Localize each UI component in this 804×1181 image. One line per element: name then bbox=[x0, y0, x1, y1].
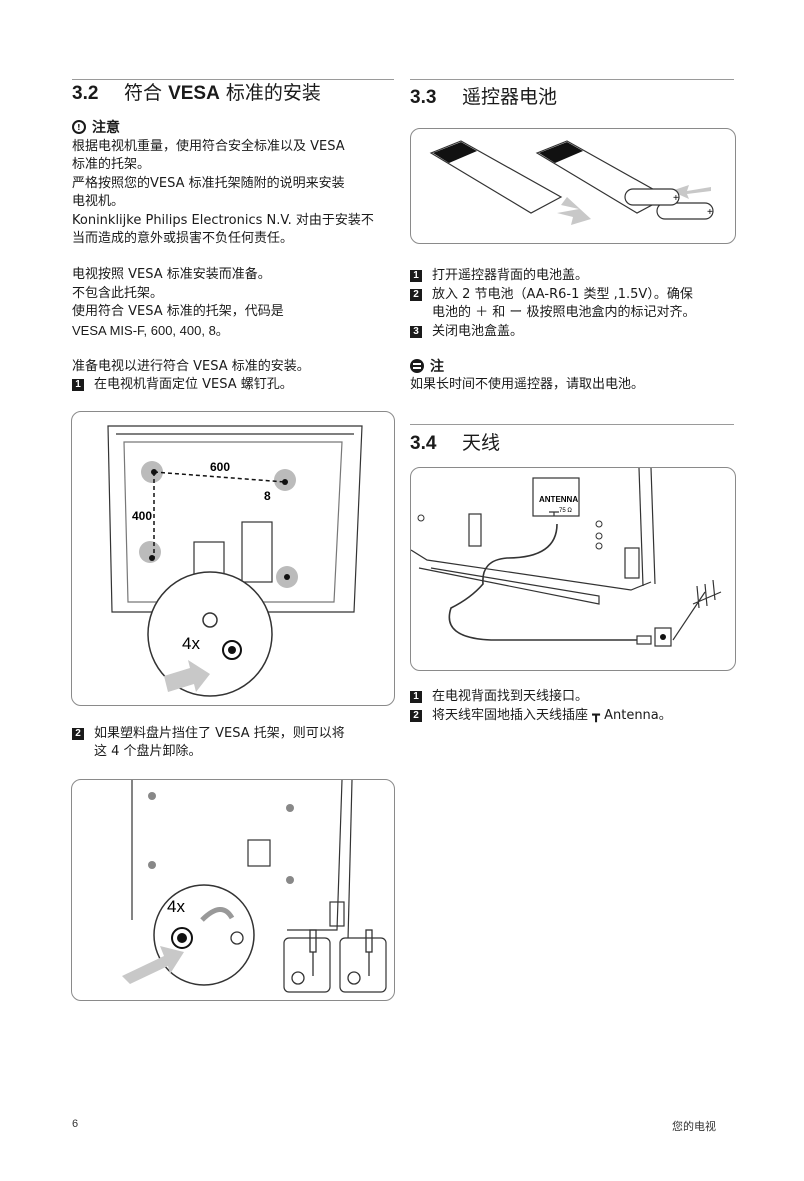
step-2-vesa-cont: 这 4 个盘片卸除。 bbox=[94, 744, 202, 759]
prep-title: 准备电视以进行符合 VESA 标准的安装。 bbox=[72, 359, 310, 374]
step-number: 1 bbox=[410, 691, 422, 703]
caution-line: 电视机。 bbox=[72, 194, 125, 209]
screwdriver-flat-icon bbox=[283, 937, 331, 993]
zoom-count-label: 4x bbox=[167, 897, 185, 916]
body-line: 不包含此托架。 bbox=[72, 286, 164, 301]
note-title: 注 bbox=[410, 358, 444, 376]
arrow-icon bbox=[122, 946, 184, 984]
step-number: 2 bbox=[410, 710, 422, 722]
arrow-icon bbox=[557, 197, 591, 225]
impedance-label: 75 Ω bbox=[559, 508, 572, 514]
caution-icon: ! bbox=[72, 120, 86, 134]
body-line: 电视按照 VESA 标准安装而准备。 bbox=[72, 267, 271, 282]
note-icon bbox=[410, 359, 424, 373]
body-line: 使用符合 VESA 标准的托架，代码是 bbox=[72, 304, 284, 319]
footer-section-title: 您的电视 bbox=[672, 1120, 716, 1133]
arrow-icon bbox=[671, 185, 711, 199]
antenna-plug bbox=[636, 635, 652, 645]
vesa-width-label: 600 bbox=[210, 460, 230, 474]
zoom-circle bbox=[147, 571, 273, 697]
antenna-port-label: ANTENNA bbox=[539, 495, 578, 504]
zoom-count-label: 4x bbox=[182, 634, 200, 653]
section-number: 3.4 bbox=[410, 433, 437, 454]
zoom-circle bbox=[153, 884, 255, 986]
section-number: 3.3 bbox=[410, 87, 437, 108]
antenna-icon bbox=[672, 579, 722, 641]
page-number: 6 bbox=[72, 1118, 79, 1130]
remove-discs-figure: 4x bbox=[71, 779, 395, 1001]
screwdriver-phillips-icon bbox=[339, 937, 387, 993]
section-number: 3.2 bbox=[72, 83, 99, 104]
step-number: 2 bbox=[72, 728, 84, 740]
step-number: 3 bbox=[410, 326, 422, 338]
liability-line: 当而造成的意外或损害不负任何责任。 bbox=[72, 231, 294, 246]
section-rule-3-2 bbox=[72, 79, 394, 80]
arrow-icon bbox=[164, 660, 210, 692]
svg-text:+: + bbox=[673, 193, 679, 204]
svg-text:+: + bbox=[707, 207, 713, 218]
screw-size-label: 8 bbox=[264, 489, 271, 503]
antenna-figure: ANTENNA 75 Ω bbox=[410, 467, 736, 671]
caution-title: ! 注意 bbox=[72, 119, 120, 137]
remote-battery-figure: + + bbox=[410, 128, 736, 244]
liability-line: Koninklijke Philips Electronics N.V. 对由于… bbox=[72, 213, 374, 228]
caution-line: 严格按照您的VESA 标准托架随附的说明来安装 bbox=[72, 176, 345, 191]
note-text: 如果长时间不使用遥控器，请取出电池。 bbox=[410, 377, 645, 392]
battery-step-2-cont: 电池的 ＋ 和 ー 极按照电池盒内的标记对齐。 bbox=[432, 305, 696, 320]
caution-line: 标准的托架。 bbox=[72, 157, 151, 172]
section-rule-3-3 bbox=[410, 79, 734, 80]
step-number: 1 bbox=[410, 270, 422, 282]
antenna-cable bbox=[448, 523, 637, 641]
vesa-height-label: 400 bbox=[132, 509, 152, 523]
section-rule-3-4 bbox=[410, 424, 734, 425]
vesa-code: VESA MIS-F, 600, 400, 8。 bbox=[72, 323, 229, 338]
step-number: 2 bbox=[410, 289, 422, 301]
caution-line: 根据电视机重量，使用符合安全标准以及 VESA bbox=[72, 139, 345, 154]
vesa-holes-figure: 600 400 8 4x bbox=[71, 411, 395, 706]
step-number: 1 bbox=[72, 379, 84, 391]
